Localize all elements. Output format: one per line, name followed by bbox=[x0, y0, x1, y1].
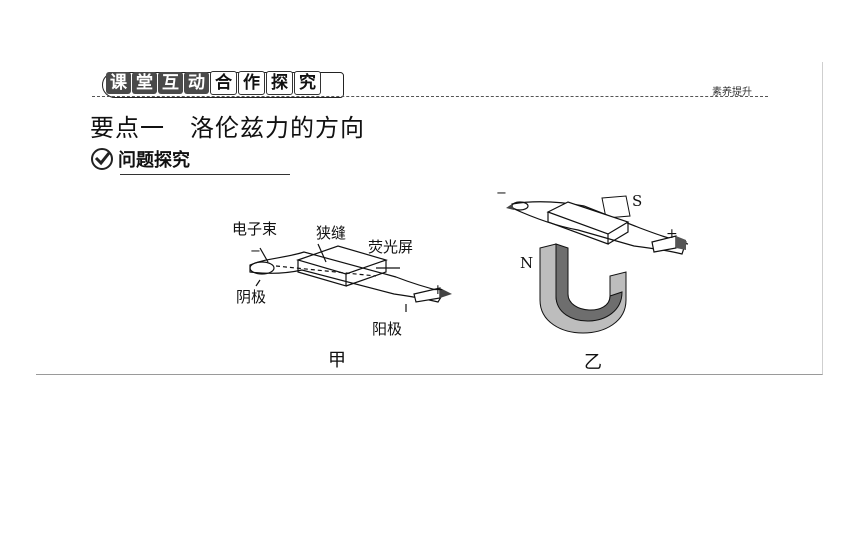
subheading-underline bbox=[120, 174, 290, 175]
subheading-label: 问题探究 bbox=[118, 150, 190, 171]
label-slit: 狭缝 bbox=[316, 224, 347, 242]
section-tag: 素养提升 bbox=[712, 87, 752, 98]
label-anode: 阳极 bbox=[372, 320, 403, 338]
check-circle-icon bbox=[91, 148, 113, 170]
subheading: 问题探究 bbox=[90, 146, 290, 175]
label-north-pole: N bbox=[520, 254, 534, 272]
label-right-minus: − bbox=[496, 186, 507, 201]
label-south-pole: S bbox=[632, 192, 643, 210]
caption-jia: 甲 bbox=[328, 350, 346, 371]
slide: 课堂互动合作探究 素养提升 要点一 洛伦兹力的方向 问题探究 bbox=[36, 62, 824, 376]
figure-right-drawing bbox=[506, 195, 689, 334]
banner-char: 作 bbox=[238, 71, 265, 95]
label-cathode: 阴极 bbox=[236, 288, 267, 306]
banner-char: 互 bbox=[158, 72, 183, 94]
page-title: 要点一 洛伦兹力的方向 bbox=[90, 114, 365, 142]
header-divider bbox=[92, 96, 768, 97]
figure-left-drawing bbox=[249, 243, 452, 312]
banner-char: 合 bbox=[210, 71, 237, 95]
banner-char: 堂 bbox=[132, 72, 157, 94]
banner-char: 动 bbox=[184, 72, 209, 94]
label-left-plus: + bbox=[432, 282, 444, 298]
label-electron-beam: 电子束 bbox=[232, 220, 278, 238]
label-right-plus: + bbox=[666, 226, 678, 242]
slide-frame bbox=[36, 62, 823, 375]
banner-char: 课 bbox=[106, 72, 131, 94]
banner-char: 究 bbox=[294, 71, 321, 95]
label-left-minus: − bbox=[250, 244, 261, 259]
label-screen: 荧光屏 bbox=[368, 238, 414, 256]
banner-char: 探 bbox=[266, 71, 293, 95]
section-banner: 课堂互动合作探究 bbox=[106, 70, 322, 96]
caption-yi: 乙 bbox=[584, 352, 602, 373]
